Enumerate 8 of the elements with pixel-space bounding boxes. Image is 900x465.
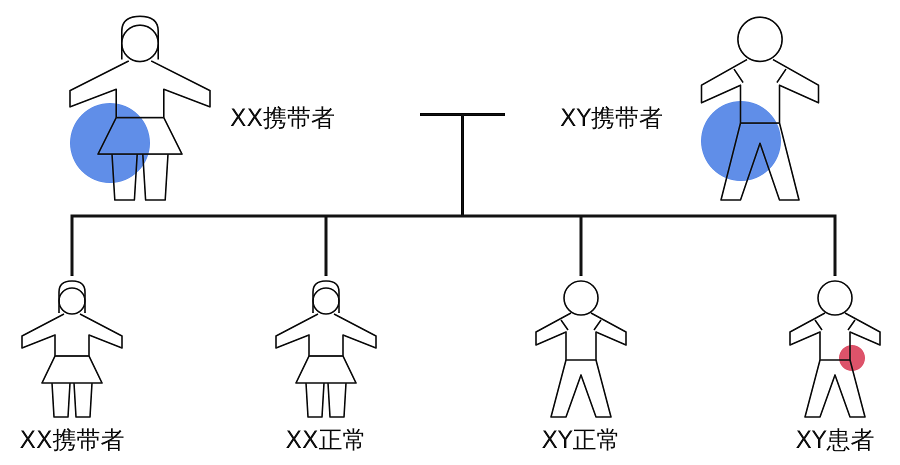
connector-line [461, 116, 836, 276]
couple-line [420, 113, 505, 116]
person-label: XX携带者 [230, 104, 335, 132]
person-label: XX携带者 [18, 426, 126, 454]
person-label: XY患者 [794, 426, 876, 454]
person-label: XY正常 [540, 426, 622, 454]
person-label: XY携带者 [560, 104, 664, 132]
person-label: XX正常 [284, 426, 368, 454]
